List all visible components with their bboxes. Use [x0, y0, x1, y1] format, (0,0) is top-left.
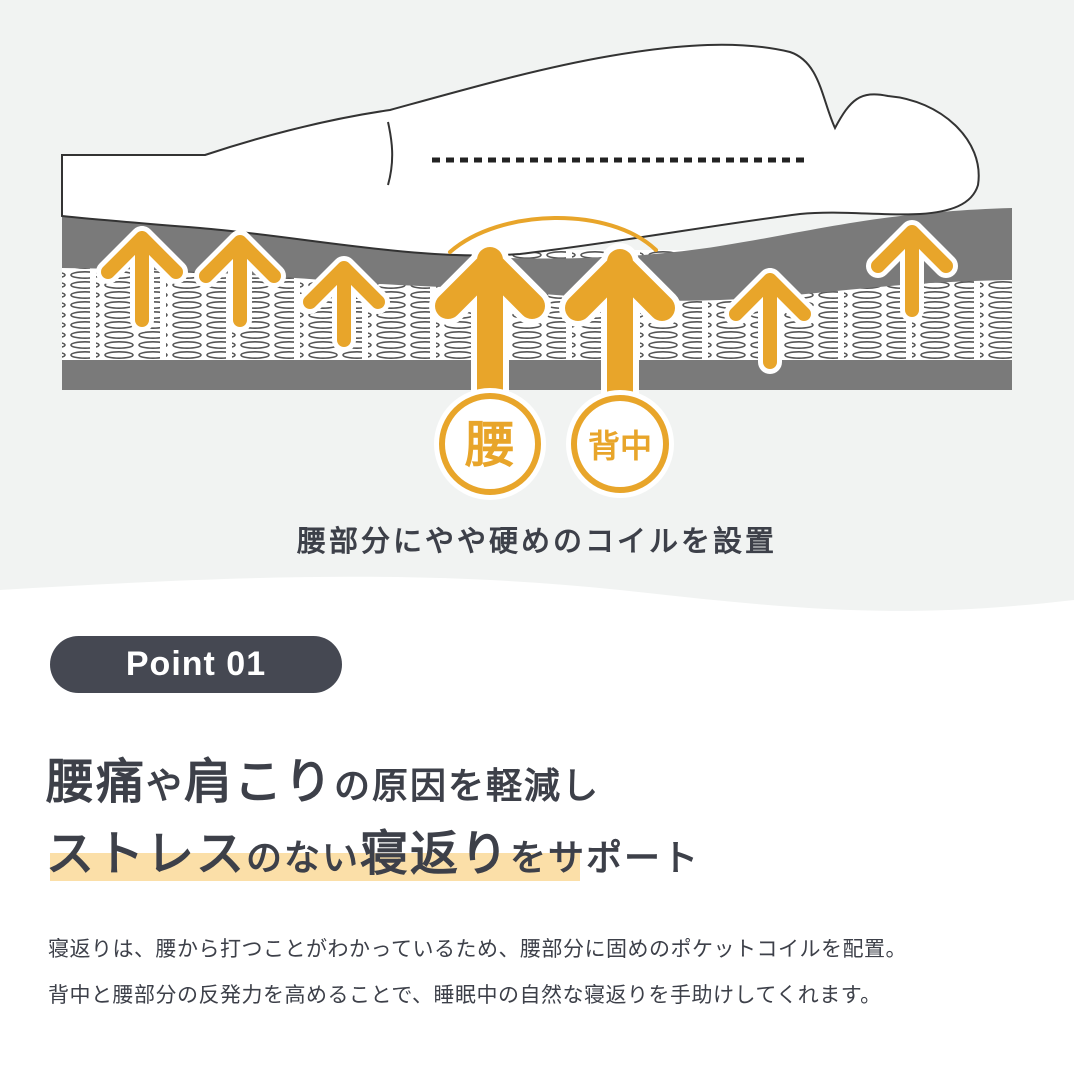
headline-word: ストレス: [46, 826, 247, 882]
headline-word: のない: [246, 838, 361, 879]
headline-word: 腰痛: [46, 754, 147, 810]
headline-line-1: 腰痛や肩こりの原因を軽減し: [46, 745, 1046, 819]
headline-word: や: [146, 766, 185, 807]
waist-label-badge: 腰: [434, 388, 546, 500]
description-line-1: 寝返りは、腰から打つことがわかっているため、腰部分に固めのポケットコイルを配置。: [48, 937, 907, 961]
waist-back-arrows: [435, 247, 675, 413]
headline: 腰痛や肩こりの原因を軽減し ストレスのない寝返りをサポート: [46, 745, 1046, 891]
mattress-illustration: 腰 背中: [61, 43, 1012, 500]
headline-line-2: ストレスのない寝返りをサポート: [46, 817, 1046, 891]
headline-word: 肩こり: [184, 754, 335, 810]
point-badge: Point 01: [50, 636, 342, 693]
highlight-marker: [50, 853, 580, 881]
waist-label: 腰: [465, 416, 515, 474]
back-label: 背中: [588, 427, 652, 465]
back-label-badge: 背中: [566, 390, 674, 498]
headline-word: 寝返り: [360, 826, 511, 882]
body-silhouette: [61, 43, 980, 257]
bottom-layer: [62, 360, 1012, 390]
support-arc: [448, 216, 658, 254]
headline-word: をサポート: [510, 838, 701, 879]
illustration-caption: 腰部分にやや硬めのコイルを設置: [296, 524, 777, 558]
description: 寝返りは、腰から打つことがわかっているため、腰部分に固めのポケットコイルを配置。…: [48, 926, 1048, 1018]
headline-word: の原因を軽減し: [334, 766, 601, 807]
description-line-2: 背中と腰部分の反発力を高めることで、睡眠中の自然な寝返りを手助けしてくれます。: [48, 983, 882, 1007]
